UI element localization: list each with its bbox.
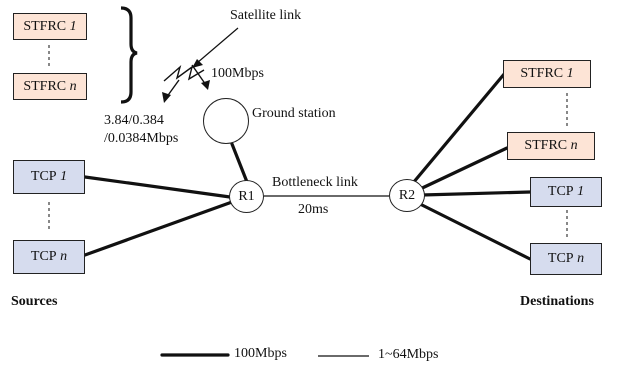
source-stfrc-n: STFRC n: [13, 73, 87, 100]
router-r1: R1: [229, 180, 264, 213]
router-r2: R2: [389, 179, 425, 212]
legend-thin-label: 1~64Mbps: [378, 347, 439, 362]
sources-title: Sources: [11, 294, 58, 309]
uplink-arrow-head-icon: [162, 92, 171, 103]
destination-stfrc-n: STFRC n: [507, 132, 595, 160]
bottleneck-label: Bottleneck link: [272, 175, 358, 190]
arrow-head-icon: [192, 59, 203, 68]
link-gs-r1: [230, 142, 249, 184]
ground-station-node: [203, 98, 249, 144]
bottleneck-delay: 20ms: [298, 202, 329, 217]
downlink-rate-label: 100Mbps: [211, 66, 264, 81]
downlink-arrow-head-icon: [201, 80, 210, 90]
ground-station-label: Ground station: [252, 106, 336, 121]
downlink-arrow: [191, 64, 207, 86]
source-tcp-1: TCP 1: [13, 160, 85, 194]
link-r2-tcpn: [416, 201, 532, 261]
brace-icon: [120, 6, 138, 104]
link-tcpn-r1: [83, 200, 234, 257]
link-r2-tcp1: [420, 190, 532, 197]
link-r2-stfrc1: [411, 71, 507, 185]
source-tcp-n: TCP n: [13, 240, 85, 274]
link-r2-stfrcn: [416, 146, 509, 192]
legend-thick-label: 100Mbps: [234, 346, 287, 361]
satellite-link-label: Satellite link: [230, 8, 302, 23]
destination-tcp-n: TCP n: [530, 243, 602, 275]
source-stfrc-1: STFRC 1: [13, 13, 87, 40]
link-tcp1-r1: [83, 175, 232, 199]
uplink-rate-line1: 3.84/0.384: [104, 113, 164, 128]
destinations-title: Destinations: [520, 294, 594, 309]
lightning-icon: [163, 64, 205, 82]
destination-stfrc-1: STFRC 1: [503, 60, 591, 88]
uplink-rate-line2: /0.0384Mbps: [104, 131, 179, 146]
destination-tcp-1: TCP 1: [530, 177, 602, 207]
satellite-link-pointer: [196, 27, 239, 64]
